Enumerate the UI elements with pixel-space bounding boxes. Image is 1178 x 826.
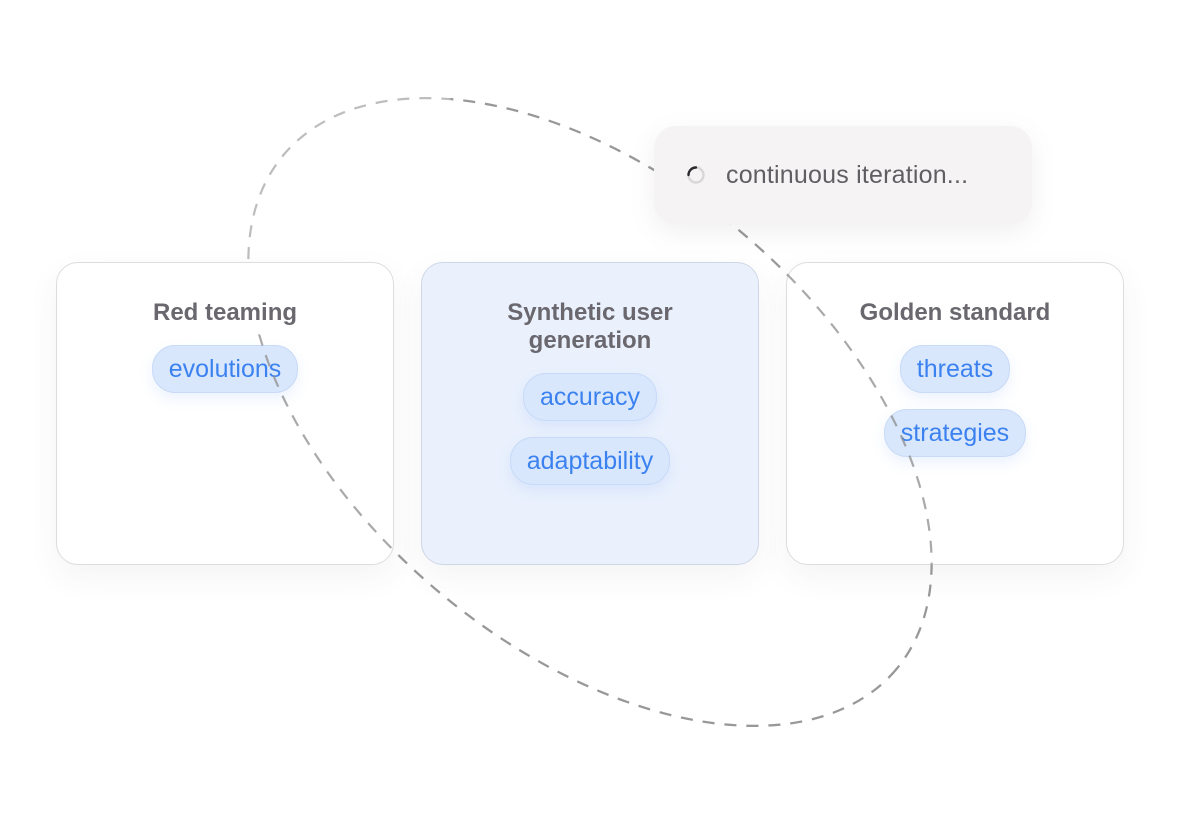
tag-accuracy: accuracy xyxy=(522,373,658,421)
card-golden-standard: Golden standard threats strategies xyxy=(786,262,1124,565)
status-pill: continuous iteration... xyxy=(654,126,1032,224)
card-title: Golden standard xyxy=(859,299,1051,326)
card-red-teaming: Red teaming evolutions xyxy=(56,262,394,565)
tag-strategies: strategies xyxy=(883,409,1027,457)
card-title: Synthetic user generation xyxy=(507,299,673,354)
tag-evolutions: evolutions xyxy=(151,345,299,393)
tag-list: accuracy adaptability xyxy=(509,373,671,485)
card-title: Red teaming xyxy=(152,299,298,326)
card-synthetic-user-generation: Synthetic user generation accuracy adapt… xyxy=(421,262,759,565)
tag-threats: threats xyxy=(899,345,1011,393)
tag-list: threats strategies xyxy=(883,345,1027,457)
tag-list: evolutions xyxy=(151,345,299,393)
tag-adaptability: adaptability xyxy=(509,437,671,485)
status-text: continuous iteration... xyxy=(726,160,969,189)
spinner-icon xyxy=(687,166,705,184)
